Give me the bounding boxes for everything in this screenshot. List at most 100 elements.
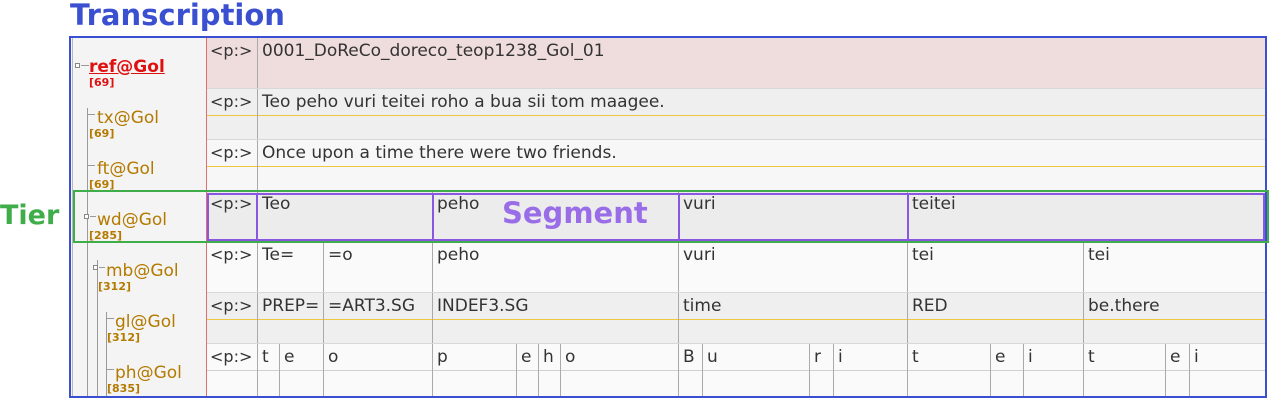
tier-name: gl@Gol [115,312,176,332]
segment-text: PREP= [262,296,320,316]
segment-text: vuri [683,194,716,214]
transcription-title: Transcription [70,0,285,32]
segment-cell[interactable]: Once upon a time there were two friends. [257,140,1265,190]
segment-text: vuri [683,245,716,265]
paragraph-marker: <p:> [210,347,253,366]
segment-cell[interactable]: i [833,344,907,396]
segment-text: h [543,347,554,367]
segment-text: o [565,347,576,367]
segment-highlight-box [907,193,1265,241]
segment-cell[interactable]: Te= [257,242,323,292]
segment-text: t [262,347,269,367]
tier-gl[interactable]: gl@Gol [312] [107,312,176,344]
segment-text: e [1170,347,1181,367]
segment-text: i [1194,347,1199,367]
segment-text: INDEF3.SG [437,296,529,316]
segment-cell[interactable]: peho [432,242,678,292]
segment-cell[interactable]: RED [907,293,1083,343]
tier-count: [69] [89,76,115,89]
segment-cell[interactable]: tei [907,242,1083,292]
tier-name: mb@Gol [106,261,179,281]
tier-count: [69] [89,127,115,140]
segment-text: peho [437,245,480,265]
annotation-rows: <p:> 0001_DoReCo_doreco_teop1238_Gol_01 … [207,38,1265,396]
segment-cell[interactable]: 0001_DoReCo_doreco_teop1238_Gol_01 [257,38,1265,88]
row-mb: <p:> Te= =o peho vuri tei tei [207,242,1265,293]
paragraph-marker: <p:> [210,41,253,60]
tier-ref[interactable]: ref@Gol [69] [89,57,165,89]
row-gl: <p:> PREP= =ART3.SG INDEF3.SG time RED b… [207,293,1265,344]
segment-cell[interactable]: vuri [678,242,907,292]
segment-text: Teo peho vuri teitei roho a bua sii tom … [262,92,665,112]
paragraph-marker: <p:> [210,143,253,162]
segment-cell[interactable]: u [702,344,809,396]
segment-text: u [707,347,718,367]
tier-ph[interactable]: ph@Gol [835] [107,364,182,395]
segment-cell[interactable]: =ART3.SG [323,293,432,343]
row-baseline [207,319,1265,320]
paragraph-marker: <p:> [210,296,253,315]
tier-name: ft@Gol [97,159,155,179]
tier-mb[interactable]: mb@Gol [312] [98,261,179,293]
segment-text: B [683,347,695,367]
tier-highlight-box [73,190,1269,243]
segment-cell[interactable]: be.there [1083,293,1265,343]
tree-connector [87,114,95,115]
segment-cell[interactable]: p [432,344,516,396]
segment-cell[interactable]: e [279,344,323,396]
tier-tree: ref@Gol [69] tx@Gol [69] ft@Gol [69] wd@… [71,38,207,396]
segment-text: 0001_DoReCo_doreco_teop1238_Gol_01 [262,41,605,61]
tier-count: [69] [89,178,115,191]
tier-wd[interactable]: wd@Gol [285] [89,210,167,242]
tier-count: [835] [107,382,141,395]
segment-cell[interactable]: t [257,344,279,396]
segment-text: i [838,347,843,367]
segment-cell[interactable]: i [1189,344,1265,396]
transcription-frame: ref@Gol [69] tx@Gol [69] ft@Gol [69] wd@… [69,36,1267,398]
tier-count: [285] [89,229,123,242]
segment-cell[interactable]: r [809,344,833,396]
segment-text: e [995,347,1006,367]
segment-cell[interactable]: i [1023,344,1083,396]
segment-cell[interactable]: e [516,344,538,396]
tier-name: ref@Gol [89,57,165,77]
tier-ft[interactable]: ft@Gol [69] [89,159,155,191]
segment-cell[interactable]: t [907,344,990,396]
tree-connector [99,267,105,268]
tier-tx[interactable]: tx@Gol [69] [89,109,159,140]
paragraph-marker: <p:> [210,245,253,264]
wd-tier-expander[interactable] [84,214,89,219]
segment-cell[interactable]: B [678,344,702,396]
segment-cell[interactable]: h [538,344,560,396]
segment-cell[interactable]: time [678,293,907,343]
segment-cell[interactable]: Teo peho vuri teitei roho a bua sii tom … [257,89,1265,139]
paragraph-marker: <p:> [210,194,253,213]
segment-text: time [683,296,722,316]
segment-cell[interactable]: =o [323,242,432,292]
segment-cell[interactable]: PREP= [257,293,323,343]
segment-cell[interactable]: e [990,344,1023,396]
ref-tier-expander[interactable] [75,63,80,68]
segment-cell[interactable]: t [1083,344,1165,396]
segment-text: i [1028,347,1033,367]
tree-connector [90,216,96,217]
tree-connector [87,165,95,166]
row-ref: <p:> 0001_DoReCo_doreco_teop1238_Gol_01 [207,38,1265,89]
segment-cell[interactable]: INDEF3.SG [432,293,678,343]
tree-connector [106,312,107,396]
segment-cell[interactable]: tei [1083,242,1265,292]
segment-cell[interactable]: o [323,344,432,396]
segment-text: p [437,347,448,367]
segment-text: t [1088,347,1095,367]
segment-text: t [912,347,919,367]
tier-annotation-label: Tier [0,200,60,231]
segment-cell[interactable]: o [560,344,678,396]
segment-annotation-label: Segment [502,196,648,230]
tree-connector [106,318,114,319]
row-baseline [207,115,1265,116]
segment-highlight-box [207,193,258,241]
segment-cell[interactable]: e [1165,344,1189,396]
mb-tier-expander[interactable] [93,265,98,270]
tier-name: wd@Gol [97,210,167,230]
tier-count: [312] [107,331,141,344]
